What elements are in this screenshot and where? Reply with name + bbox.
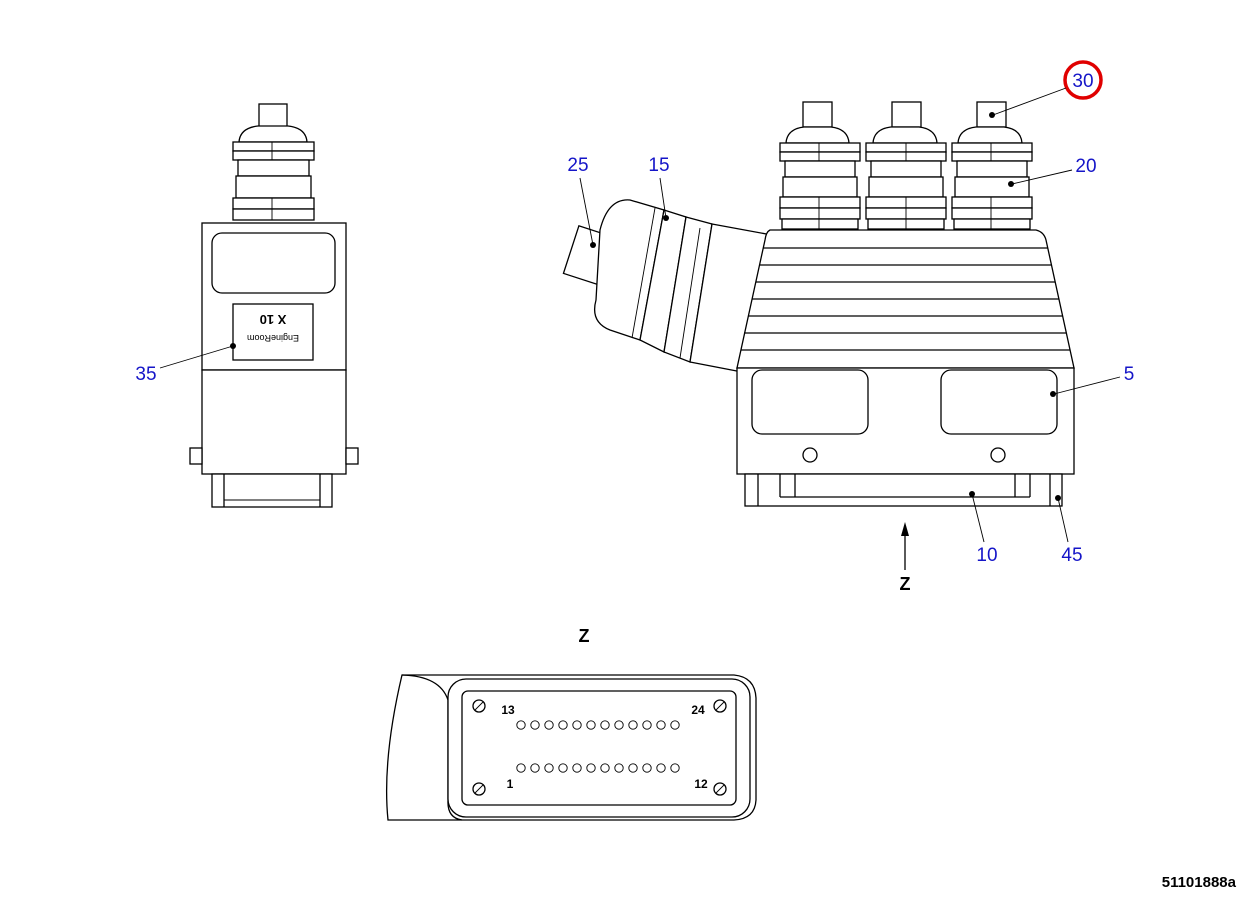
cable-gland-2 xyxy=(865,101,947,230)
callouts: 30 25 15 20 5 35 10 45 xyxy=(135,60,1135,566)
screw-top-left xyxy=(472,699,486,713)
pin-label-1: 1 xyxy=(507,777,514,791)
view-z-label: Z xyxy=(900,574,911,594)
callout-20[interactable]: 20 xyxy=(1075,156,1096,177)
angled-cable-entry xyxy=(562,199,773,373)
housing-base xyxy=(736,367,1075,507)
right-front-view: Z xyxy=(562,101,1075,594)
label-plate-line2: EngineRoom xyxy=(247,333,299,343)
callout-5[interactable]: 5 xyxy=(1124,364,1135,385)
highlight-ring xyxy=(1063,60,1103,100)
pin-row-bottom xyxy=(516,763,680,773)
pin-label-24: 24 xyxy=(691,703,705,717)
drawing-number: 51101888a xyxy=(1162,874,1237,891)
pin-label-12: 12 xyxy=(694,777,708,791)
callout-15[interactable]: 15 xyxy=(648,155,669,176)
callout-45[interactable]: 45 xyxy=(1061,545,1082,566)
view-z-arrow: Z xyxy=(900,522,911,594)
callout-35[interactable]: 35 xyxy=(135,364,156,385)
callout-25[interactable]: 25 xyxy=(567,155,588,176)
screw-bottom-right xyxy=(713,782,727,796)
left-side-view: X 10 EngineRoom xyxy=(189,103,359,508)
housing-hood xyxy=(736,229,1075,369)
screw-top-right xyxy=(713,699,727,713)
screw-bottom-left xyxy=(472,782,486,796)
pin-row-top xyxy=(516,720,680,730)
label-plate-line1: X 10 xyxy=(260,312,287,327)
pin-label-13: 13 xyxy=(501,703,515,717)
cable-gland-3 xyxy=(951,101,1033,230)
callout-30[interactable]: 30 xyxy=(1072,71,1093,92)
section-z-title: Z xyxy=(579,626,590,646)
cable-gland-1 xyxy=(779,101,861,230)
section-z-view: Z xyxy=(385,626,757,821)
callout-10[interactable]: 10 xyxy=(976,545,997,566)
